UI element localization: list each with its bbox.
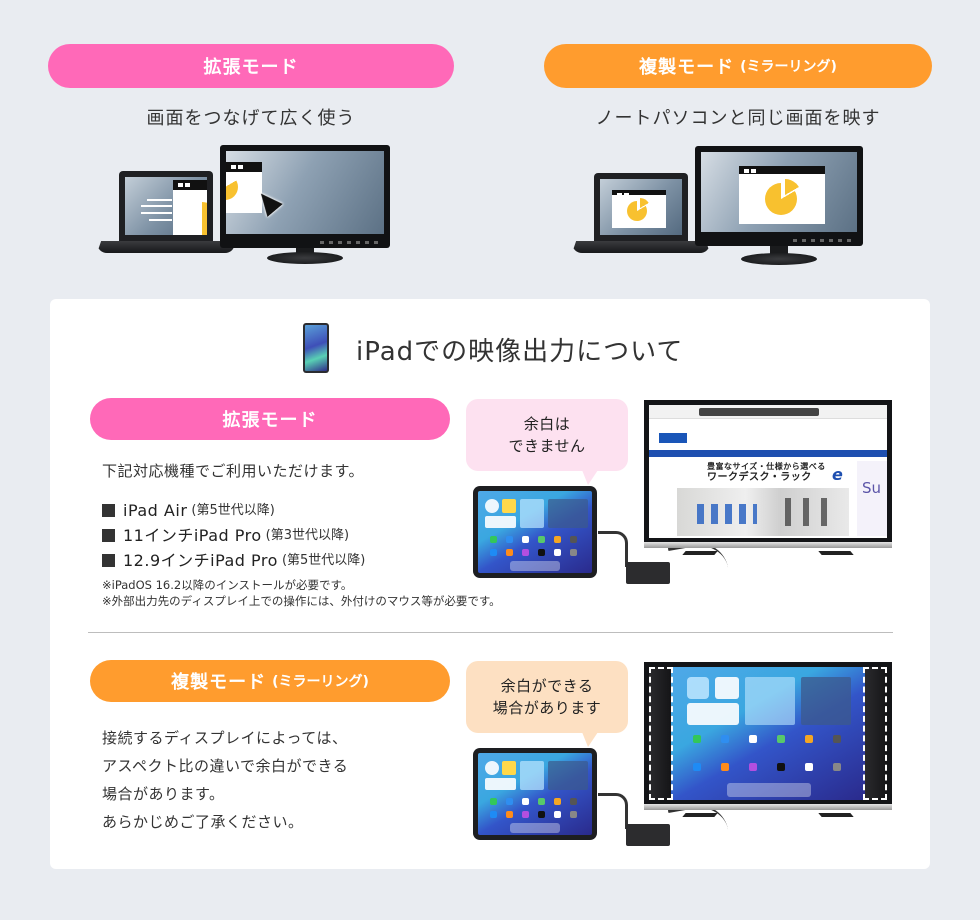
ipad-extend-mode-label: 拡張モード (222, 410, 318, 431)
ipad-mirror-mode-label: 複製モード (171, 672, 267, 693)
description-line: あらかじめご了承ください。 (102, 813, 304, 831)
laptop (594, 173, 688, 241)
margin-outline-left (649, 667, 673, 800)
ipad-mirror-mode-sublabel: (ミラーリング) (272, 674, 369, 690)
ipad-device (473, 486, 597, 578)
pie-chart-icon (185, 202, 207, 235)
motion-lines (147, 199, 172, 201)
compatible-models-list: iPad Air (第5世代以降) 11インチiPad Pro (第3世代以降)… (102, 498, 365, 573)
banner-line: ワークデスク・ラック (707, 472, 812, 483)
hdmi-adapter (626, 824, 670, 846)
pie-chart-icon (226, 174, 238, 200)
tv-display (644, 662, 892, 810)
note-line: ※iPadOS 16.2以降のインストールが必要です。 (102, 578, 353, 592)
ipad-icon (303, 323, 329, 373)
model-item: 11インチiPad Pro (第3世代以降) (102, 523, 365, 548)
usb-c-cable (598, 793, 628, 829)
extend-mode-label: 拡張モード (203, 57, 299, 78)
bubble-line: 余白ができる (500, 677, 594, 695)
bubble-line: 余白は (523, 415, 571, 433)
monitor (220, 145, 390, 248)
ipad-output-card: iPadでの映像出力について 拡張モード 下記対応機種でご利用いただけます。 i… (50, 299, 930, 869)
side-text: Su (862, 479, 882, 497)
tv-leg (682, 813, 718, 817)
no-margin-bubble: 余白は できません (466, 399, 628, 485)
section-title: iPadでの映像出力について (356, 337, 684, 367)
margin-warning-bubble: 余白ができる 場合があります (466, 661, 628, 747)
banner-line: 豊富なサイズ・仕様から選べる (707, 462, 826, 471)
banner-title: 豊富なサイズ・仕様から選べる ワークデスク・ラック (707, 461, 826, 483)
brand-logo (659, 433, 687, 443)
letterbox-right (865, 667, 887, 800)
mirror-mode-caption: ノートパソコンと同じ画面を映す (595, 108, 881, 129)
ipad-mirror-mode-pill: 複製モード (ミラーリング) (90, 660, 450, 702)
ipad-extend-mode-pill: 拡張モード (90, 398, 450, 440)
mirror-description: 接続するディスプレイによっては、 アスペクト比の違いで余白ができる 場合がありま… (102, 724, 348, 836)
notes: ※iPadOS 16.2以降のインストールが必要です。 ※外部出力先のディスプレ… (102, 577, 501, 609)
tv-leg (682, 551, 718, 555)
bullet-square-icon (102, 529, 115, 542)
margin-outline-right (863, 667, 887, 800)
mirror-mode-label: 複製モード (639, 57, 735, 78)
mirror-mode-sublabel: (ミラーリング) (740, 59, 837, 75)
mirror-mode-pill: 複製モード (ミラーリング) (544, 44, 932, 88)
usb-c-cable (598, 531, 628, 567)
tv-display: 豊富なサイズ・仕様から選べる ワークデスク・ラック e Su (644, 400, 892, 548)
monitor (695, 146, 863, 246)
compatible-models-intro: 下記対応機種でご利用いただけます。 (102, 462, 365, 480)
app-window (612, 190, 666, 228)
description-line: 場合があります。 (102, 785, 225, 803)
brand-mark: e (832, 465, 843, 484)
bullet-square-icon (102, 554, 115, 567)
bullet-square-icon (102, 504, 115, 517)
model-item: 12.9インチiPad Pro (第5世代以降) (102, 548, 365, 573)
extend-mode-pill: 拡張モード (48, 44, 454, 88)
description-line: アスペクト比の違いで余白ができる (102, 757, 349, 775)
laptop (119, 171, 213, 241)
letterbox-left (649, 667, 671, 800)
bubble-line: できません (508, 437, 586, 455)
hdmi-adapter (626, 562, 670, 584)
app-window (173, 180, 207, 235)
tv-leg (818, 551, 854, 555)
tv-leg (818, 813, 854, 817)
ipad-device (473, 748, 597, 840)
bubble-line: 場合があります (492, 699, 602, 717)
app-window (226, 162, 262, 213)
extend-mode-caption: 画面をつなげて広く使う (146, 108, 356, 129)
section-divider (88, 632, 893, 633)
banner-photo (677, 488, 849, 536)
app-window (739, 166, 825, 224)
ipad-home-screen (671, 667, 865, 800)
note-line: ※外部出力先のディスプレイ上での操作には、外付けのマウス等が必要です。 (102, 594, 501, 608)
description-line: 接続するディスプレイによっては、 (102, 729, 348, 747)
model-item: iPad Air (第5世代以降) (102, 498, 365, 523)
website-screen: 豊富なサイズ・仕様から選べる ワークデスク・ラック e Su (649, 405, 887, 538)
